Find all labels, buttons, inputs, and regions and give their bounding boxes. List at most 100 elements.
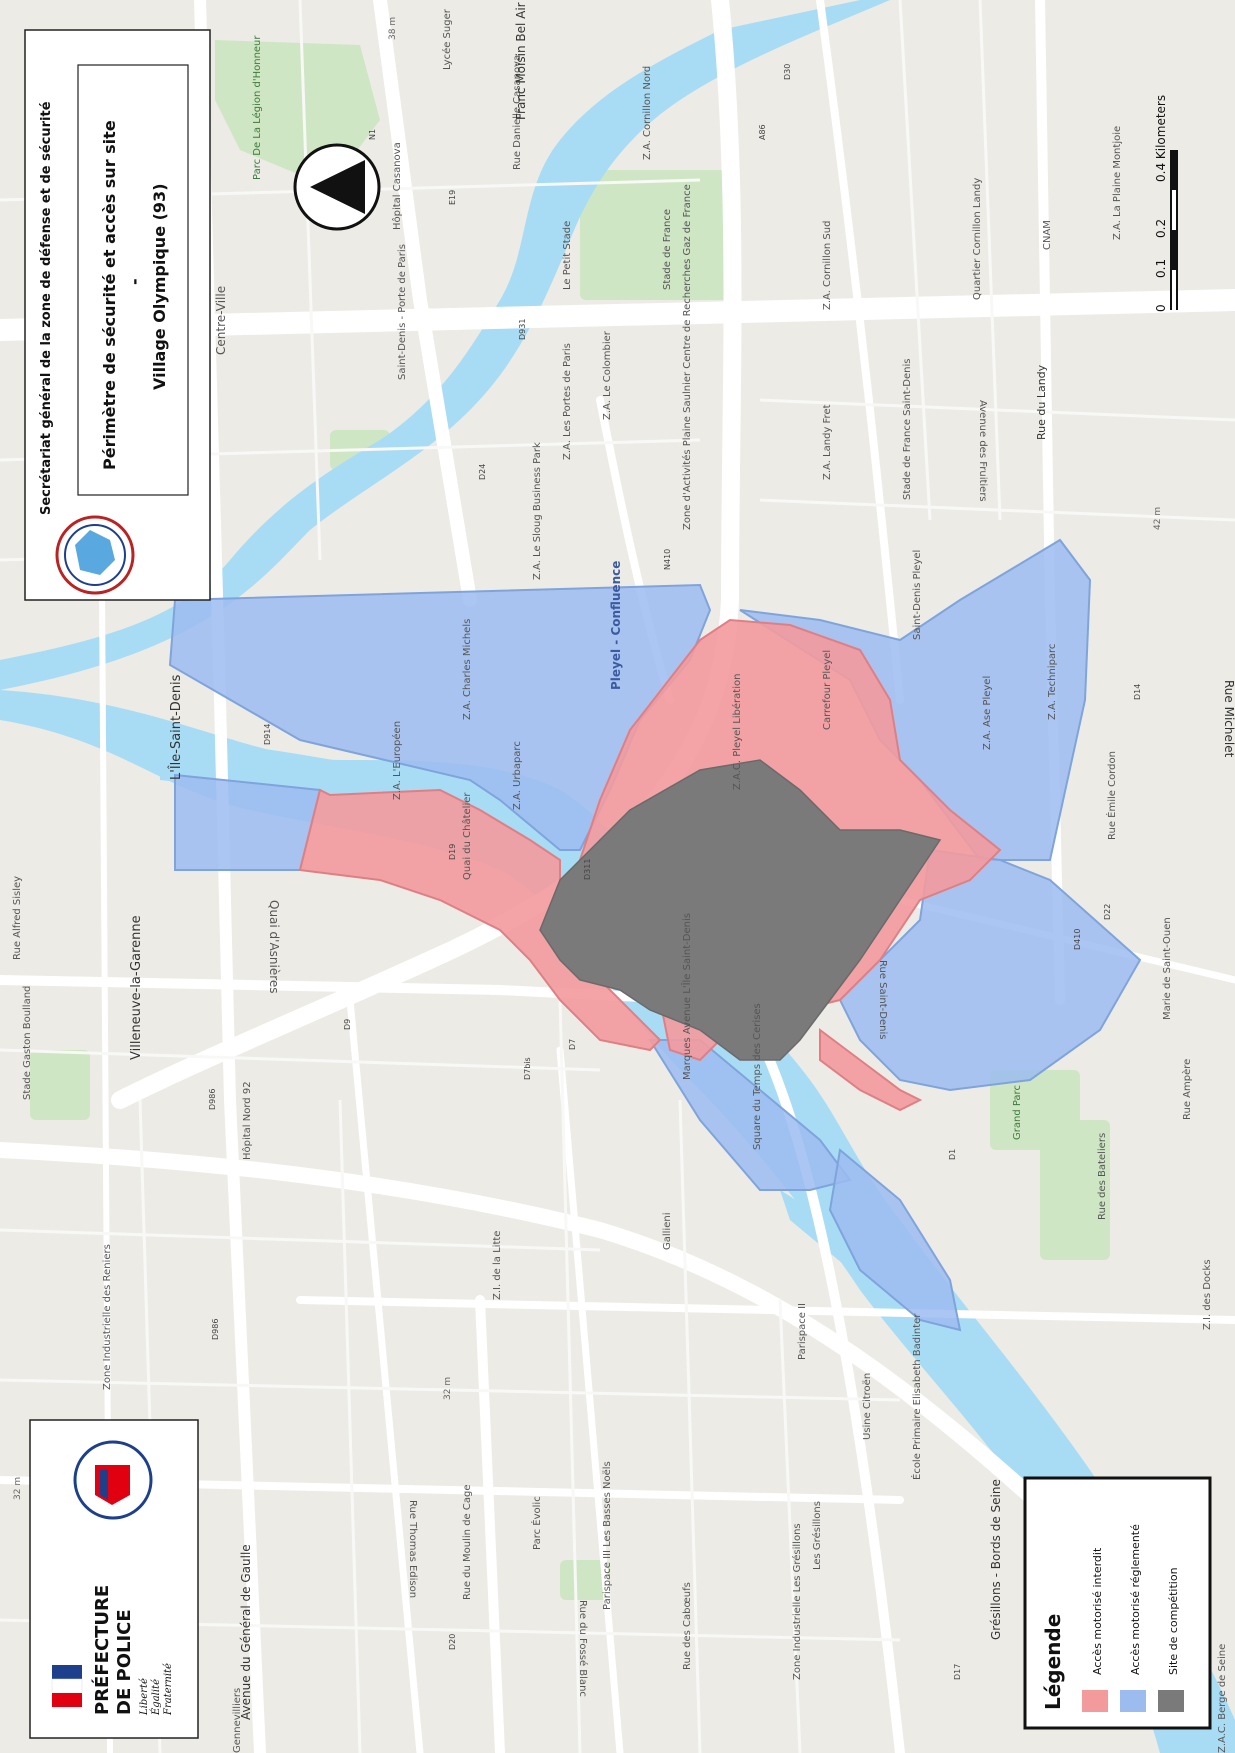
place-label: Rue des Bateliers xyxy=(1097,1133,1108,1220)
place-label: Parc Évolic xyxy=(530,1496,543,1550)
place-label: CNAM xyxy=(1042,220,1053,250)
zone-emblem-icon xyxy=(55,515,135,595)
place-label: Rue Émile Cordon xyxy=(1105,751,1118,840)
place-label: Z.A. Cornillon Sud xyxy=(822,221,833,310)
legend-swatch-restricted xyxy=(1120,1690,1146,1712)
place-label: Usine Citroën xyxy=(862,1373,873,1440)
place-label: Zone Industrielle Les Grésillons xyxy=(791,1523,803,1680)
road-label: D7 xyxy=(568,1039,577,1050)
place-label: Centre-Ville xyxy=(214,286,228,355)
place-label: Z.A.C. Pleyel Libération xyxy=(731,674,743,790)
place-label: Parc De La Légion d'Honneur xyxy=(251,35,263,180)
place-label: Le Petit Stade xyxy=(562,221,573,290)
place-label: Marie de Saint-Ouen xyxy=(1162,917,1173,1020)
legend-swatch-competition xyxy=(1158,1690,1184,1712)
place-label: Zone Industrielle des Reniers xyxy=(102,1244,113,1390)
place-label: Rue du Moulin de Cage xyxy=(462,1485,473,1600)
place-label: Avenue du Général de Gaulle xyxy=(239,1544,253,1720)
road-label: D931 xyxy=(518,319,527,340)
place-label: Rue Thomas Edison xyxy=(407,1500,418,1598)
title-panel: Secrétariat général de la zone de défens… xyxy=(24,29,211,601)
prefecture-name-line2: DE POLICE xyxy=(114,1609,135,1715)
place-label: Hôpital Casanova xyxy=(391,142,403,230)
road-label: D986 xyxy=(208,1089,217,1110)
scale-tick: 0.4 Kilometers xyxy=(1154,95,1168,182)
place-label: Lycée Suger xyxy=(441,8,453,70)
road-label: N1 xyxy=(368,129,377,140)
place-label: Square du Temps des Cerises xyxy=(752,1003,763,1150)
place-label: Z.A. Le Colombier xyxy=(602,330,613,420)
police-emblem-icon xyxy=(73,1440,153,1520)
place-labels: Pleyel - Confluence Z.A. Charles Michels… xyxy=(12,0,1235,1753)
place-label: Rue Alfred Sisley xyxy=(12,876,23,960)
place-label: Parispace II xyxy=(797,1303,808,1360)
place-label: Stade Gaston Boulland xyxy=(22,986,33,1100)
scale-tick: 0.1 xyxy=(1154,259,1168,278)
place-label: Rue des Cabœufs xyxy=(682,1582,693,1670)
motto-liberte: Liberté xyxy=(139,1678,150,1716)
place-label: Z.A. Techniparc xyxy=(1047,644,1058,720)
road-label: E19 xyxy=(448,190,457,205)
republic-flag-icon xyxy=(51,1665,83,1707)
map-title-dash: - xyxy=(125,278,144,285)
place-label: Pleyel - Confluence xyxy=(609,561,623,690)
map-title-line1: Périmètre de sécurité et accès sur site xyxy=(100,120,119,470)
place-label: Quartier Cornillon Landy xyxy=(972,178,983,300)
place-label: Carrefour Pleyel xyxy=(822,650,833,730)
place-label: Quai d'Asnières xyxy=(267,900,281,994)
place-label: Saint-Denis - Porte de Paris xyxy=(397,244,408,380)
legend-label: Accès motorisé réglementé xyxy=(1129,1524,1142,1675)
legend-label: Accès motorisé interdit xyxy=(1091,1547,1104,1675)
place-label: Stade de France xyxy=(662,209,673,290)
place-label: Gennevilliers xyxy=(232,1688,243,1753)
road-label: A86 xyxy=(758,124,767,140)
restricted-access-zones xyxy=(168,538,1142,1332)
place-label: Grand Parc xyxy=(1012,1085,1023,1140)
road-label: D914 xyxy=(263,724,272,745)
road-label: D17 xyxy=(953,1664,962,1680)
place-label: Saint-Denis Pleyel xyxy=(912,550,923,640)
scale-tick: 0.2 xyxy=(1154,219,1168,238)
prefecture-name-line1: PRÉFECTURE xyxy=(91,1585,113,1715)
elevation-label: 38 m xyxy=(388,17,398,40)
place-label: Avenue des Fruitiers xyxy=(977,400,988,502)
place-label: Rue Michelet xyxy=(1222,680,1235,758)
road-label: D311 xyxy=(583,859,592,880)
organization-title: Secrétariat général de la zone de défens… xyxy=(39,101,54,515)
scale-bar: 0 0.1 0.2 0.4 Kilometers xyxy=(1154,95,1178,312)
place-label: Rue du Fossé Blanc xyxy=(577,1600,589,1697)
place-label: Rue Saint-Denis xyxy=(877,960,888,1039)
road-label: D22 xyxy=(1103,904,1112,920)
elevation-labels: 38 m 42 m 32 m 32 m xyxy=(13,17,1163,1500)
place-label: Quai du Châtelier xyxy=(461,792,473,880)
place-label: Parispace III Les Basses Noëls xyxy=(602,1461,613,1610)
place-label: Hôpital Nord 92 xyxy=(241,1081,253,1160)
legend-swatch-forbidden xyxy=(1082,1690,1108,1712)
place-label: Z.I. des Docks xyxy=(1202,1259,1213,1330)
place-label: Les Grésillons xyxy=(811,1501,823,1570)
place-label: Z.A. Charles Michels xyxy=(462,619,473,720)
place-label: Z.A. Landy Fret xyxy=(822,404,833,480)
road-label: D986 xyxy=(211,1319,220,1340)
road-label: N410 xyxy=(663,549,672,570)
place-label: Grésillons - Bords de Seine xyxy=(989,1479,1003,1640)
legend-title: Légende xyxy=(1041,1614,1065,1710)
place-label: Rue Ampère xyxy=(1181,1059,1193,1120)
road-label: D24 xyxy=(478,464,487,480)
place-label: L'Île-Saint-Denis xyxy=(168,674,184,780)
road-label: D20 xyxy=(448,1634,457,1650)
elevation-label: 32 m xyxy=(443,1377,453,1400)
competition-site-zone xyxy=(539,759,942,1061)
place-label: Z.A. Le Sloug Business Park xyxy=(532,442,543,580)
scale-tick: 0 xyxy=(1154,304,1168,312)
place-label: Marques Avenue L'Île Saint-Denis xyxy=(680,913,693,1080)
north-arrow-icon xyxy=(293,143,381,231)
road-label: D1 xyxy=(948,1149,957,1160)
place-label: Stade de France Saint-Denis xyxy=(902,359,913,500)
road-label: D30 xyxy=(783,64,792,80)
place-label: Z.A. Ase Pleyel xyxy=(982,676,993,750)
legend: Légende Accès motorisé interdit Accès mo… xyxy=(1023,1476,1212,1730)
road-label: D14 xyxy=(1133,684,1142,700)
place-label: Rue Danielle Casanova xyxy=(512,55,523,170)
road-label: D410 xyxy=(1073,929,1082,950)
